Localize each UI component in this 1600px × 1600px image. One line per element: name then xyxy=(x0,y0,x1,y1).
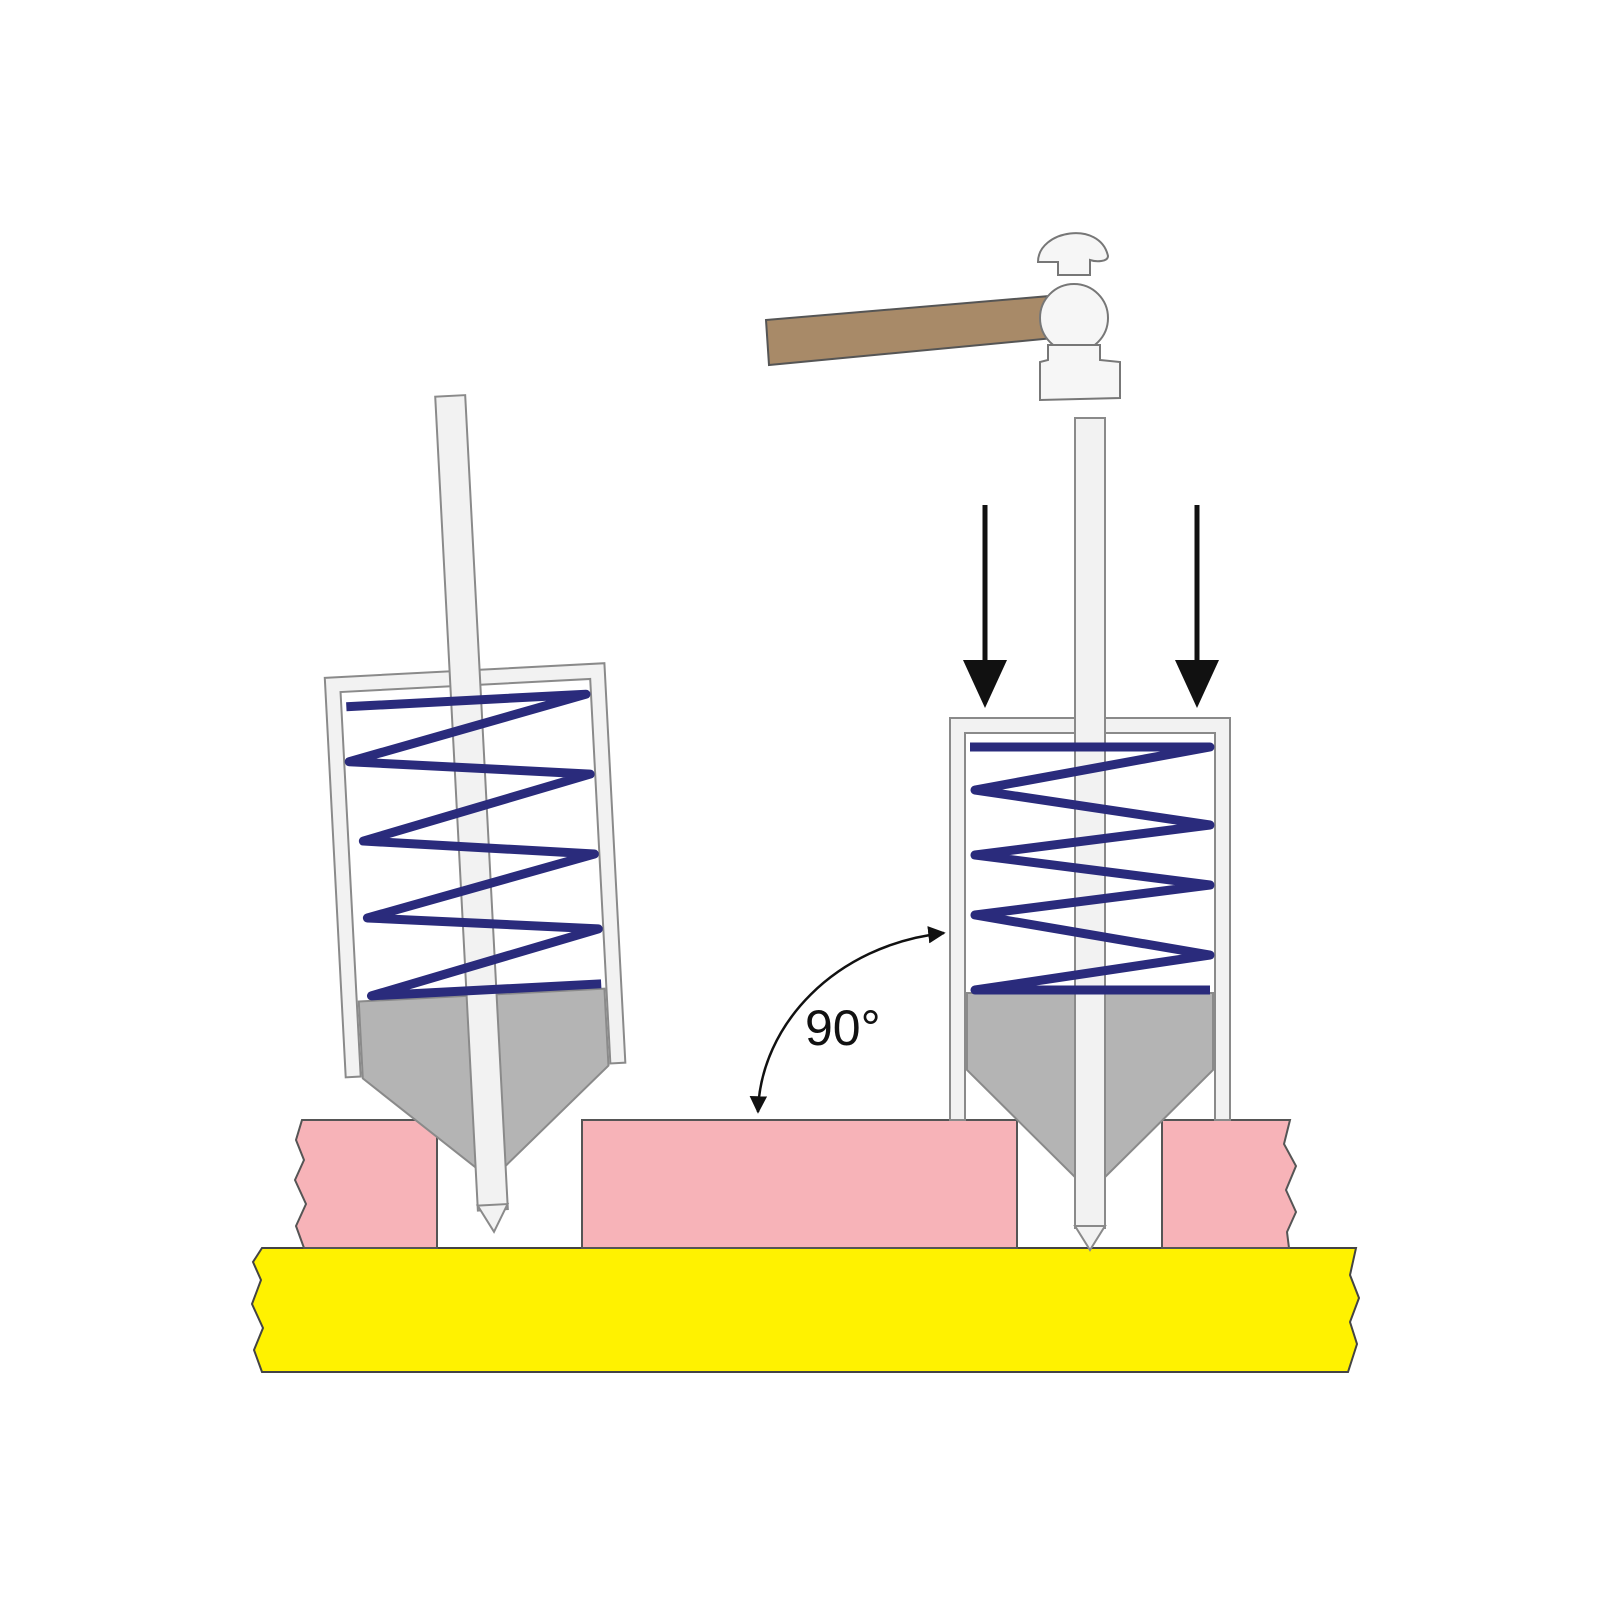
punch-housing-right xyxy=(949,717,1231,1121)
punch-tip-right xyxy=(1073,1225,1107,1252)
punch-left-tilted xyxy=(323,394,627,1234)
workpiece-left xyxy=(293,1119,438,1249)
workpiece-pieces xyxy=(293,1119,1298,1249)
angle-arrow-icon xyxy=(749,926,946,1114)
hammer-face xyxy=(1039,344,1121,402)
base-board xyxy=(250,1247,1361,1373)
workpiece-middle xyxy=(581,1119,1018,1249)
spring-icon xyxy=(970,742,1215,995)
hammer-neck xyxy=(1039,283,1109,353)
hammer-icon xyxy=(764,232,1121,402)
down-arrow-head-left xyxy=(963,660,1007,708)
punch-rod-right xyxy=(1074,417,1106,1229)
hammer-peen xyxy=(1036,232,1110,276)
force-arrows xyxy=(963,505,1219,708)
punch-tip-left xyxy=(475,1202,510,1234)
workpiece-right xyxy=(1161,1119,1298,1249)
hammer-handle xyxy=(764,294,1056,367)
down-arrow-head-right xyxy=(1175,660,1219,708)
punch-right-vertical xyxy=(949,417,1231,1252)
angle-label: 90° xyxy=(805,1000,881,1056)
spring-icon xyxy=(344,689,603,1001)
punch-housing-left xyxy=(323,662,627,1079)
